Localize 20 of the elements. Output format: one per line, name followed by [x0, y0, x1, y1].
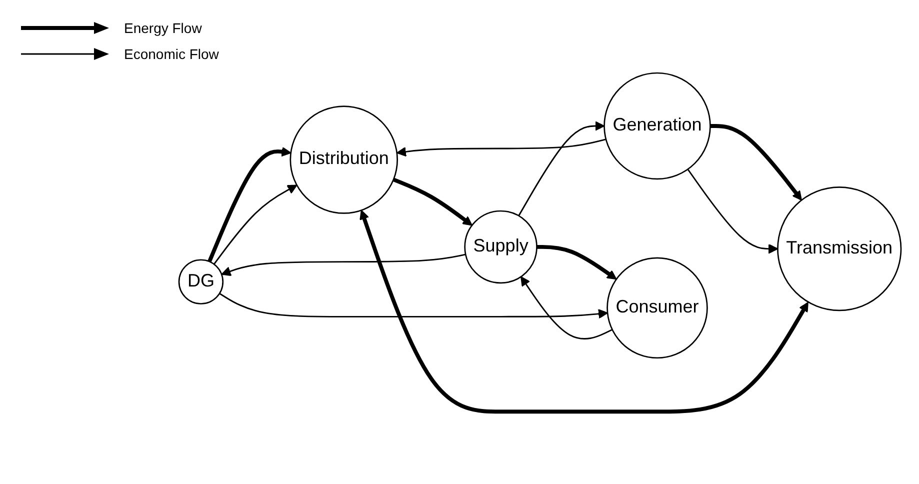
node-circle: Transmission	[777, 186, 902, 311]
arrow	[219, 292, 608, 318]
node-circle: Generation	[604, 72, 711, 180]
arrow	[520, 276, 613, 340]
legend-text: Economic Flow	[124, 46, 219, 62]
node-circle: DG	[178, 258, 224, 304]
arrow	[518, 120, 605, 216]
arrow	[360, 209, 808, 414]
node-circle: Distribution	[290, 105, 398, 214]
arrow	[710, 124, 802, 200]
legend-text: Energy Flow	[124, 20, 202, 36]
arrow	[687, 168, 778, 254]
arrow	[208, 146, 292, 262]
arrow	[536, 244, 617, 280]
node-circle: Consumer	[606, 256, 708, 358]
arrow	[221, 253, 466, 276]
arrow	[213, 184, 298, 264]
node-circle: Supply	[464, 210, 538, 284]
arrow	[396, 138, 606, 156]
arrow	[392, 177, 472, 226]
